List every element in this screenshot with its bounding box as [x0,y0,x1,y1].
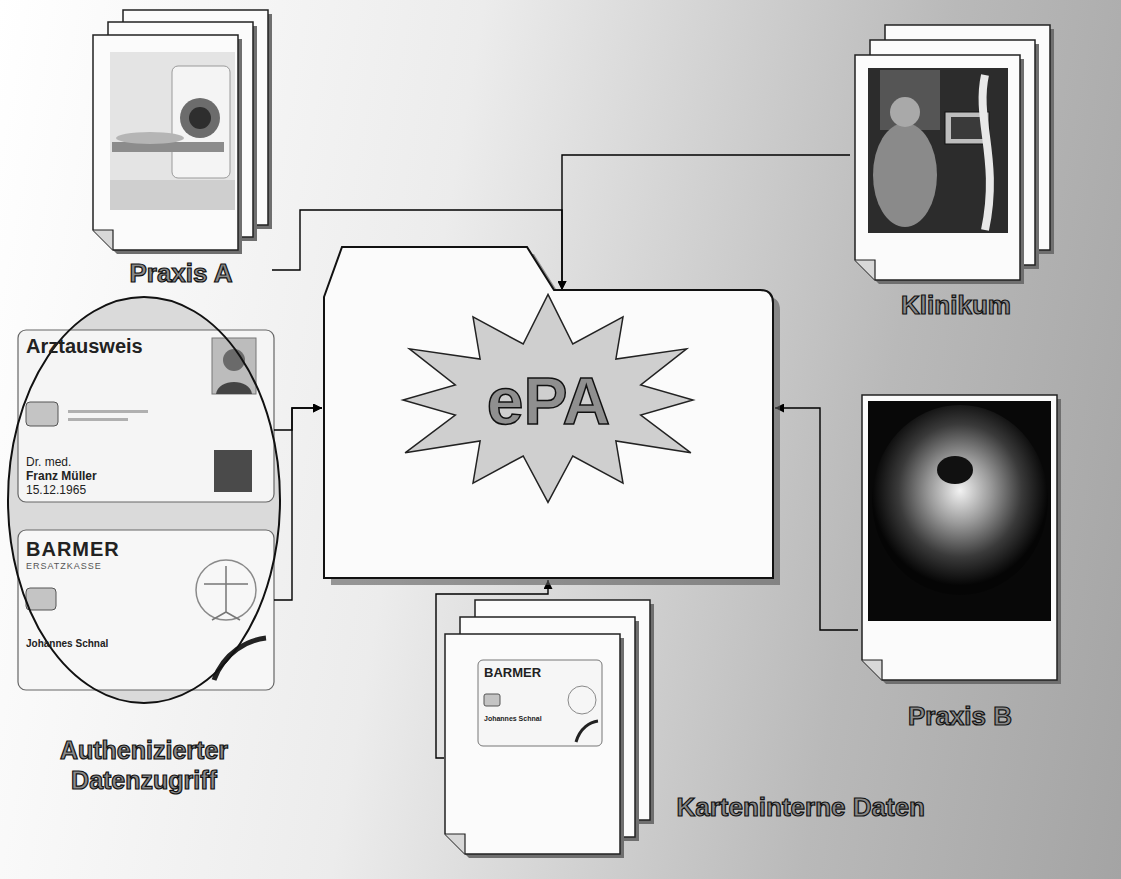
surgeon [873,123,937,227]
connector-arrow [274,408,322,430]
card-body [478,660,602,746]
page-fold [93,230,113,250]
card-text: 15.12.1965 [26,483,86,497]
insurance-card [18,530,274,690]
card-text: Dr. med. [26,455,71,469]
node-label: Praxis B [908,701,1012,731]
card-chip [26,402,58,426]
card-chip [484,694,500,706]
page: Praxis B [858,390,1062,735]
ct-table [112,142,224,152]
page-fold [445,834,465,854]
page-fold [855,260,875,280]
page [862,395,1057,680]
connector-arrow [274,408,322,600]
endoscopy-photo [868,401,1051,621]
oval-outline [8,297,280,703]
card-line [68,410,148,413]
card-text: Johannes Schnal [484,714,542,723]
connector-arrow [775,408,858,630]
page-stack [855,25,1054,284]
ct-gantry [172,66,230,178]
node-label: Praxis A [129,258,232,288]
monitor-screen [951,117,983,139]
ct-floor [110,180,235,210]
doctor-card [18,330,274,502]
page-stack [445,600,654,858]
oval-fill [8,296,280,704]
folder-outline [324,247,773,578]
page-stack: Karteninterne Daten BARMER Johannes Schnal [444,598,935,860]
card-text: BARMER [26,538,120,561]
node-label: Authenizierter Datenzugriff [20,735,268,795]
endoscopy-lumen [937,456,973,484]
star-burst [403,294,693,502]
card-body [18,530,274,690]
card-figure [196,560,256,620]
access-oval: Authenizierter Datenzugriff ArztausweisDr… [6,295,282,800]
node-label: Klinikum [901,290,1011,320]
endoscopy-tissue [872,405,1048,595]
card-chip [26,588,56,610]
card-text: ERSATZKASSE [26,561,102,572]
page-stack: Klinikum [850,20,1062,322]
page [108,22,253,237]
page [93,35,238,250]
page-stack [93,10,272,254]
folder-title: ePA [487,365,611,437]
page-stack: Praxis A [90,8,272,292]
card-text: Arztausweis [26,335,143,358]
page [445,634,620,854]
record-folder: ePA [322,245,775,580]
page [862,395,1061,684]
node-label: Karteninterne Daten [677,792,926,822]
page [855,55,1020,280]
connector-arrow [436,580,548,758]
surgery-photo [868,68,1008,233]
insurance-card: BARMER Johannes Schnal [478,660,602,746]
endoscope-path [983,75,990,230]
card-swoosh [576,721,598,742]
insurance-card: BARMERERSATZKASSE Johannes Schnal [18,530,274,690]
card-figure [568,686,596,714]
ct-ring [180,98,220,138]
page-fold [862,660,882,680]
doctor-card: ArztausweisDr. med.Franz Müller15.12.196… [18,330,274,502]
ct-patient [116,132,184,144]
surgeon-head [890,97,920,127]
card-text: BARMER [484,665,541,680]
card-hologram [214,450,252,492]
card-text: Johannes Schnal [26,638,108,650]
connector-arrow [562,155,850,290]
ct-photo [110,52,235,210]
card-body [18,330,274,502]
card-line [68,418,128,421]
surgery-light [880,70,940,130]
card-figure [204,566,248,620]
card-text: Franz Müller [26,469,97,483]
ct-bore [189,107,211,129]
card-photo-body [216,382,252,394]
